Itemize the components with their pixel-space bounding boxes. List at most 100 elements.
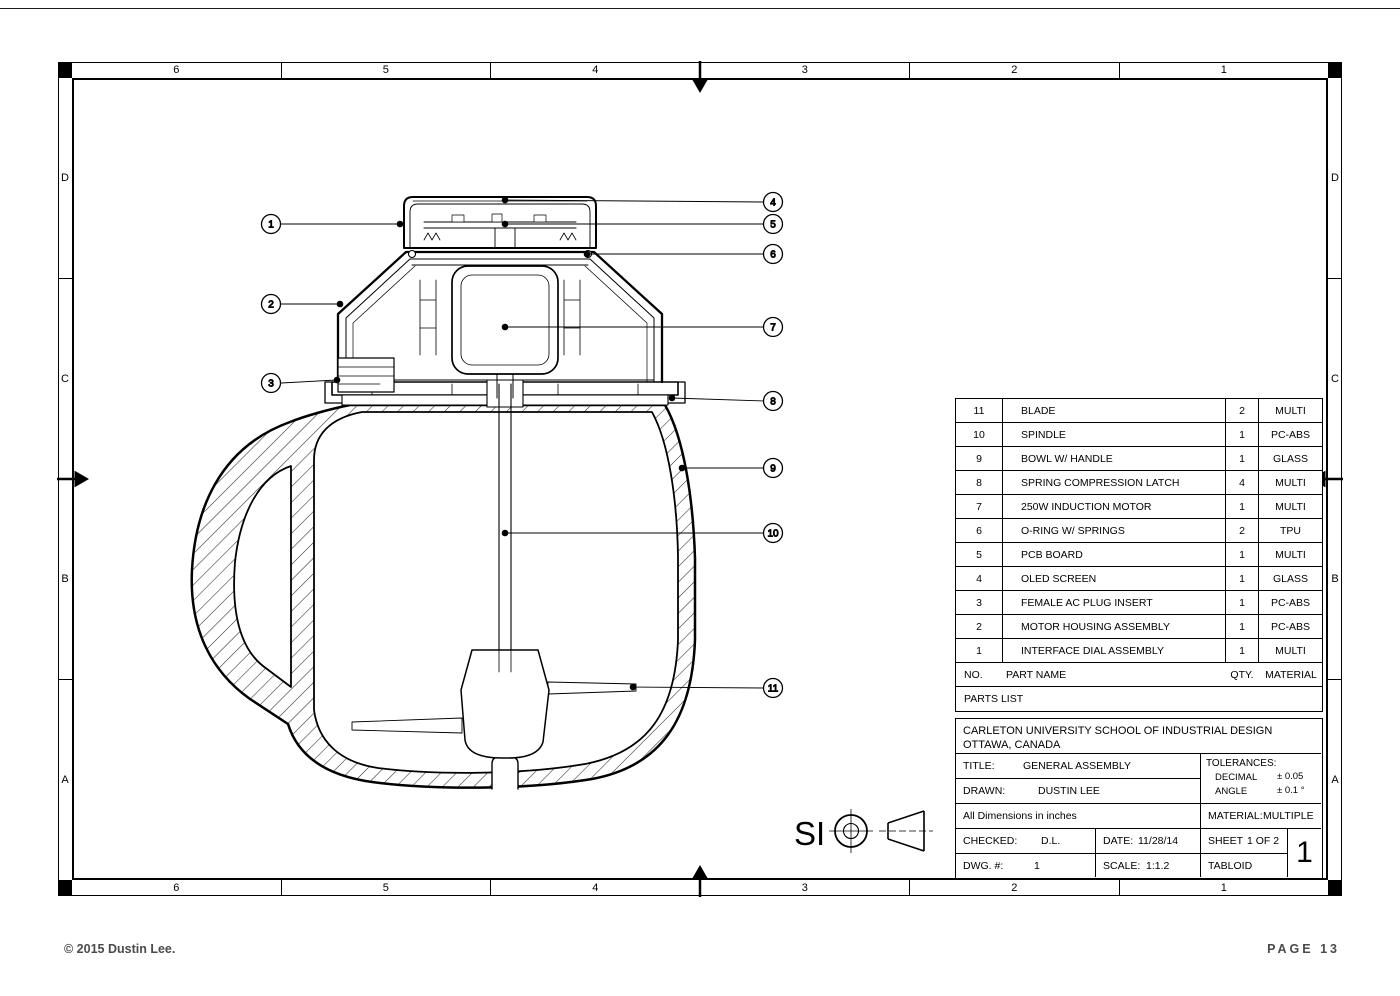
drawn-value: DUSTIN LEE <box>1038 785 1100 797</box>
zone-strip-right: D C B A <box>1328 78 1342 880</box>
part-name: BOWL W/ HANDLE <box>1003 447 1226 471</box>
header-material: MATERIAL <box>1265 669 1317 681</box>
title-cell: TITLE: GENERAL ASSEMBLY <box>956 754 1201 779</box>
part-no: 11 <box>956 399 1003 423</box>
zone-row-label: D <box>58 78 72 279</box>
part-name: 250W INDUCTION MOTOR <box>1003 495 1226 519</box>
company-cell: CARLETON UNIVERSITY SCHOOL OF INDUSTRIAL… <box>956 719 1321 754</box>
part-material: PC-ABS <box>1259 591 1322 615</box>
table-row: 2 MOTOR HOUSING ASSEMBLY 1 PC-ABS <box>956 615 1322 639</box>
part-no: 7 <box>956 495 1003 519</box>
tolerances-cell: TOLERANCES: DECIMAL ± 0.05 ANGLE ± 0.1 ° <box>1201 754 1321 804</box>
zone-column-label: 5 <box>282 880 491 896</box>
part-material: TPU <box>1259 519 1322 543</box>
zone-column-label: 4 <box>491 880 701 896</box>
checked-label: CHECKED: <box>963 835 1018 847</box>
part-no: 8 <box>956 471 1003 495</box>
decimal-value: ± 0.05 <box>1277 771 1304 782</box>
scale-label: SCALE: <box>1103 859 1141 872</box>
zone-strip-bottom: 6 5 4 3 2 1 <box>72 880 1328 896</box>
company-line2: OTTAWA, CANADA <box>963 739 1061 751</box>
part-material: PC-ABS <box>1259 615 1322 639</box>
part-qty: 1 <box>1226 567 1259 591</box>
part-name: BLADE <box>1003 399 1226 423</box>
dwg-value: 1 <box>1034 859 1040 872</box>
part-qty: 1 <box>1226 543 1259 567</box>
zone-row-label: B <box>58 480 72 681</box>
zone-column-label: 3 <box>701 62 910 78</box>
date-cell: DATE: 11/28/14 <box>1096 829 1201 854</box>
page-number: PAGE 13 <box>1267 942 1340 956</box>
zone-column-label: 5 <box>282 62 491 78</box>
zone-row-label: D <box>1328 78 1342 279</box>
sheet-size-value: TABLOID <box>1208 859 1253 872</box>
sheet-cell: SHEET 1 OF 2 <box>1201 829 1288 854</box>
border-corner <box>58 880 72 896</box>
part-qty: 4 <box>1226 471 1259 495</box>
part-name: INTERFACE DIAL ASSEMBLY <box>1003 639 1226 663</box>
part-no: 1 <box>956 639 1003 663</box>
header-qty: QTY. <box>1230 669 1254 681</box>
header-no: NO. <box>964 669 983 681</box>
copyright-text: © 2015 Dustin Lee. <box>64 942 176 956</box>
part-qty: 1 <box>1226 639 1259 663</box>
zone-row-label: C <box>1328 279 1342 480</box>
zone-row-label: B <box>1328 480 1342 681</box>
drawn-label: DRAWN: <box>963 785 1006 797</box>
material-value: MULTIPLE <box>1263 810 1314 822</box>
sheet-label: SHEET <box>1208 835 1244 847</box>
part-material: MULTI <box>1259 495 1322 519</box>
sheet-size-cell: TABLOID <box>1201 854 1288 877</box>
table-row: 6 O-RING W/ SPRINGS 2 TPU <box>956 519 1322 543</box>
zone-row-label: A <box>1331 774 1339 787</box>
part-qty: 1 <box>1226 495 1259 519</box>
zone-strip-left: D C B A <box>58 78 72 880</box>
table-row: 5 PCB BOARD 1 MULTI <box>956 543 1322 567</box>
zone-column-label: 1 <box>1220 64 1227 76</box>
zone-column-label: 6 <box>72 62 282 78</box>
part-name: SPRING COMPRESSION LATCH <box>1003 471 1226 495</box>
checked-value: D.L. <box>1041 835 1061 847</box>
border-corner <box>1328 880 1342 896</box>
part-qty: 2 <box>1226 519 1259 543</box>
part-no: 5 <box>956 543 1003 567</box>
material-label: MATERIAL: <box>1208 810 1263 822</box>
zone-row-label: A <box>61 774 69 787</box>
scale-cell: SCALE: 1:1.2 <box>1096 854 1201 877</box>
material-cell: MATERIAL: MULTIPLE <box>1201 804 1321 829</box>
dwg-cell: DWG. #: 1 <box>956 854 1096 877</box>
parts-list-table: 11 BLADE 2 MULTI 10 SPINDLE 1 PC-ABS 9 B… <box>955 398 1323 712</box>
table-row: 7 250W INDUCTION MOTOR 1 MULTI <box>956 495 1322 519</box>
table-row: 4 OLED SCREEN 1 GLASS <box>956 567 1322 591</box>
company-line1: CARLETON UNIVERSITY SCHOOL OF INDUSTRIAL… <box>963 725 1273 737</box>
tolerances-label: TOLERANCES: <box>1206 758 1277 769</box>
title-label: TITLE: <box>963 760 995 772</box>
zone-column-label: 4 <box>491 62 701 78</box>
zone-row-label: C <box>58 279 72 480</box>
part-material: MULTI <box>1259 639 1322 663</box>
drawn-cell: DRAWN: DUSTIN LEE <box>956 779 1201 804</box>
part-qty: 1 <box>1226 447 1259 471</box>
part-qty: 2 <box>1226 399 1259 423</box>
part-no: 10 <box>956 423 1003 447</box>
part-qty: 1 <box>1226 423 1259 447</box>
part-name: PCB BOARD <box>1003 543 1226 567</box>
dimensions-note: All Dimensions in inches <box>963 810 1077 822</box>
page-trim-line <box>0 8 1400 9</box>
zone-strip-top: 6 5 4 3 2 1 <box>72 62 1328 78</box>
part-name: MOTOR HOUSING ASSEMBLY <box>1003 615 1226 639</box>
part-name: OLED SCREEN <box>1003 567 1226 591</box>
border-corner <box>58 62 72 78</box>
zone-column-label: 1 <box>1220 882 1227 894</box>
part-qty: 1 <box>1226 591 1259 615</box>
part-name: O-RING W/ SPRINGS <box>1003 519 1226 543</box>
part-no: 9 <box>956 447 1003 471</box>
header-part-name: PART NAME <box>1006 669 1067 681</box>
parts-list-header-row: NO. PART NAME QTY. MATERIAL <box>956 663 1322 687</box>
parts-list-title: PARTS LIST <box>964 693 1024 705</box>
part-no: 4 <box>956 567 1003 591</box>
part-material: MULTI <box>1259 399 1322 423</box>
dwg-label: DWG. #: <box>963 859 1004 872</box>
zone-column-label: 6 <box>72 880 282 896</box>
